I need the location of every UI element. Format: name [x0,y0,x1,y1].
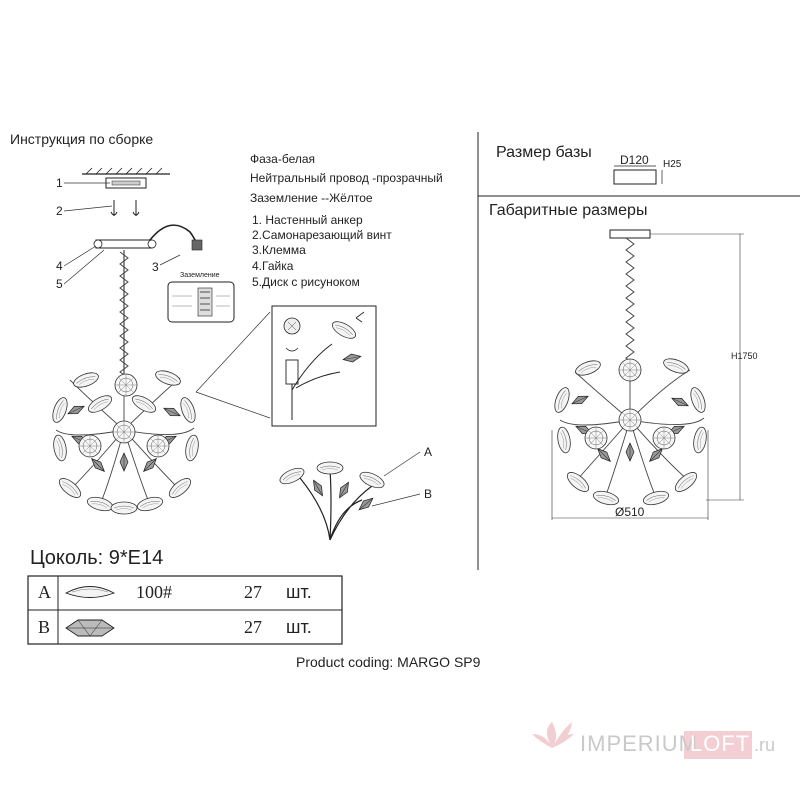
base-height: H25 [663,159,682,170]
single-arm-diagram [277,451,421,541]
watermark-brand-b: LOFT [690,731,751,756]
wiring-phase: Фаза-белая [250,152,316,166]
part-b-icon [65,619,115,637]
callout-a: A [424,445,433,459]
part-item-5: 5.Диск с рисуноком [252,275,360,289]
socket-label: Цоколь: 9*E14 [30,547,164,569]
callout-1: 1 [56,176,63,190]
part-a-icon [64,586,116,598]
overall-height: H1750 [731,351,758,361]
row-b-unit: шт. [286,617,312,637]
detail-box [271,305,377,427]
row-b-qty: 27 [244,617,262,637]
base-size-title: Размер базы [496,144,592,161]
base-diameter: D120 [620,153,649,167]
part-item-3: 3.Клемма [252,243,306,257]
watermark-tld: .ru [754,735,776,755]
row-a-code: 100# [136,582,172,602]
part-item-2: 2.Самонарезающий винт [252,228,392,242]
detail-leader-top [195,311,271,393]
watermark-logo-icon [532,722,574,748]
part-item-1: 1. Настенный анкер [252,213,363,227]
callout-2: 2 [56,204,63,218]
terminal-label: Заземление [180,272,220,279]
left-title: Инструкция по сборке [10,131,154,147]
watermark-brand-a: IMPERIUM [580,731,698,756]
callout-4: 4 [56,259,63,273]
part-item-4: 4.Гайка [252,259,294,273]
callout-b: B [424,487,433,501]
callout-3: 3 [152,260,159,274]
row-a-unit: шт. [286,582,312,602]
chandelier-left [49,250,201,515]
row-a-letter: A [38,582,51,602]
row-a-qty: 27 [244,582,262,602]
callout-5: 5 [56,277,63,291]
ceiling-mount-diagram [63,167,203,285]
product-coding: Product coding: MARGO SP9 [296,654,481,670]
base-dimension-icon [613,165,663,185]
chandelier-right [551,229,744,520]
wiring-ground: Заземление --Жёлтое [250,191,373,205]
watermark-loft-box [684,731,752,759]
row-b-letter: B [38,617,51,637]
overall-diameter: Ø510 [615,505,645,519]
wiring-neutral: Нейтральный провод -прозрачный [250,171,443,185]
terminal-block [167,281,235,323]
detail-leader-bottom [195,391,271,419]
overall-size-title: Габаритные размеры [489,202,648,219]
